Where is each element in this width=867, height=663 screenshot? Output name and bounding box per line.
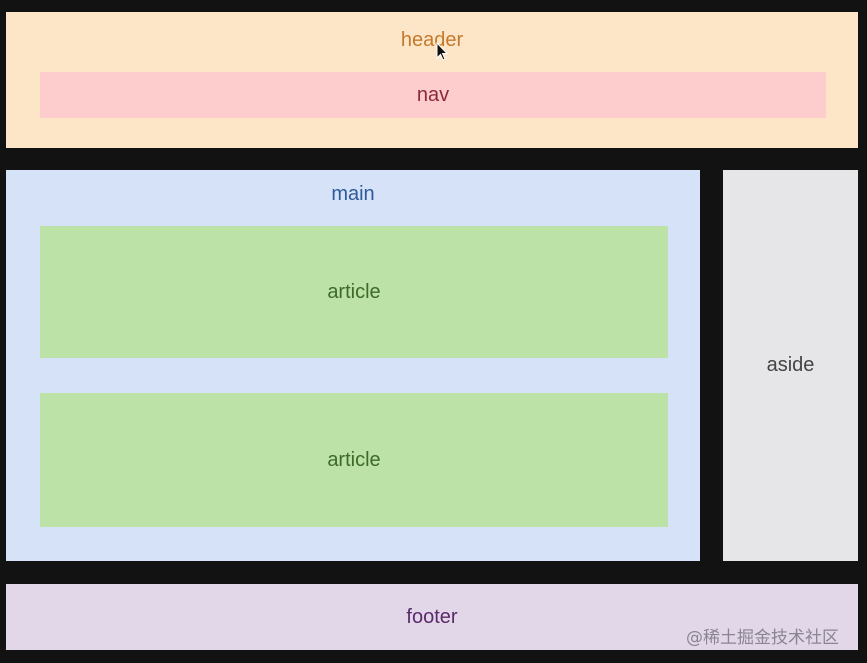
header-label: header [400, 29, 464, 51]
article-label: article [327, 280, 381, 303]
main-label: main [331, 183, 375, 205]
nav-label: nav [416, 83, 450, 106]
nav-box: nav [40, 72, 826, 118]
article-label: article [327, 448, 381, 471]
aside-label: aside [766, 354, 815, 376]
footer-label: footer [406, 605, 458, 628]
mouse-cursor-icon [436, 42, 448, 61]
article-box: article [40, 393, 668, 527]
watermark: @稀土掘金技术社区 [686, 628, 839, 648]
article-box: article [40, 226, 668, 358]
aside-box: aside [723, 170, 858, 561]
footer-box: footer [6, 584, 858, 650]
